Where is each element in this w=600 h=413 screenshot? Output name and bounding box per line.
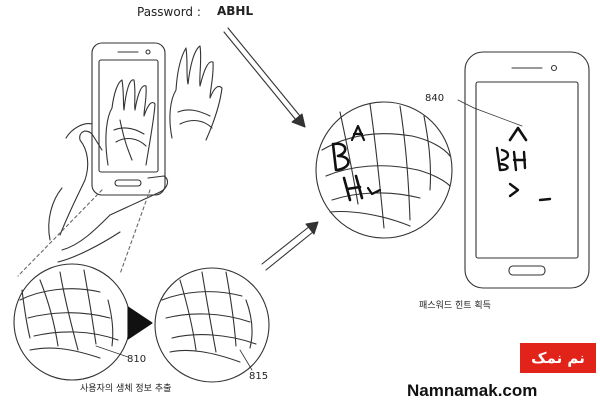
- zoom-circle-815: [154, 267, 270, 383]
- reference-hand-icon: [169, 45, 223, 141]
- arrow-to-hint: [261, 221, 319, 271]
- caption-hint-acquire: 패스워드 힌트 획득: [419, 301, 491, 311]
- reference-number-810: 810: [127, 354, 147, 365]
- password-value: ABHL: [217, 4, 254, 18]
- left-phone: [91, 42, 166, 196]
- hand-holding-phone: [48, 123, 169, 263]
- reference-number-815: 815: [249, 371, 269, 382]
- password-label: Password :: [137, 5, 201, 19]
- watermark-label: نم نمک: [531, 349, 585, 367]
- caption-biometric-extract: 사용자의 생체 정보 추출: [80, 384, 172, 394]
- reference-number-840: 840: [425, 93, 445, 104]
- transform-arrow: [127, 306, 153, 340]
- watermark-site: Namnamak.com: [407, 381, 538, 400]
- hint-circle: [315, 101, 453, 239]
- projection-lines: [17, 189, 151, 277]
- arrow-from-password: [223, 27, 306, 128]
- zoom-circle-810: [13, 263, 131, 381]
- right-phone: [457, 51, 590, 289]
- watermark-badge: نم نمک: [520, 343, 596, 373]
